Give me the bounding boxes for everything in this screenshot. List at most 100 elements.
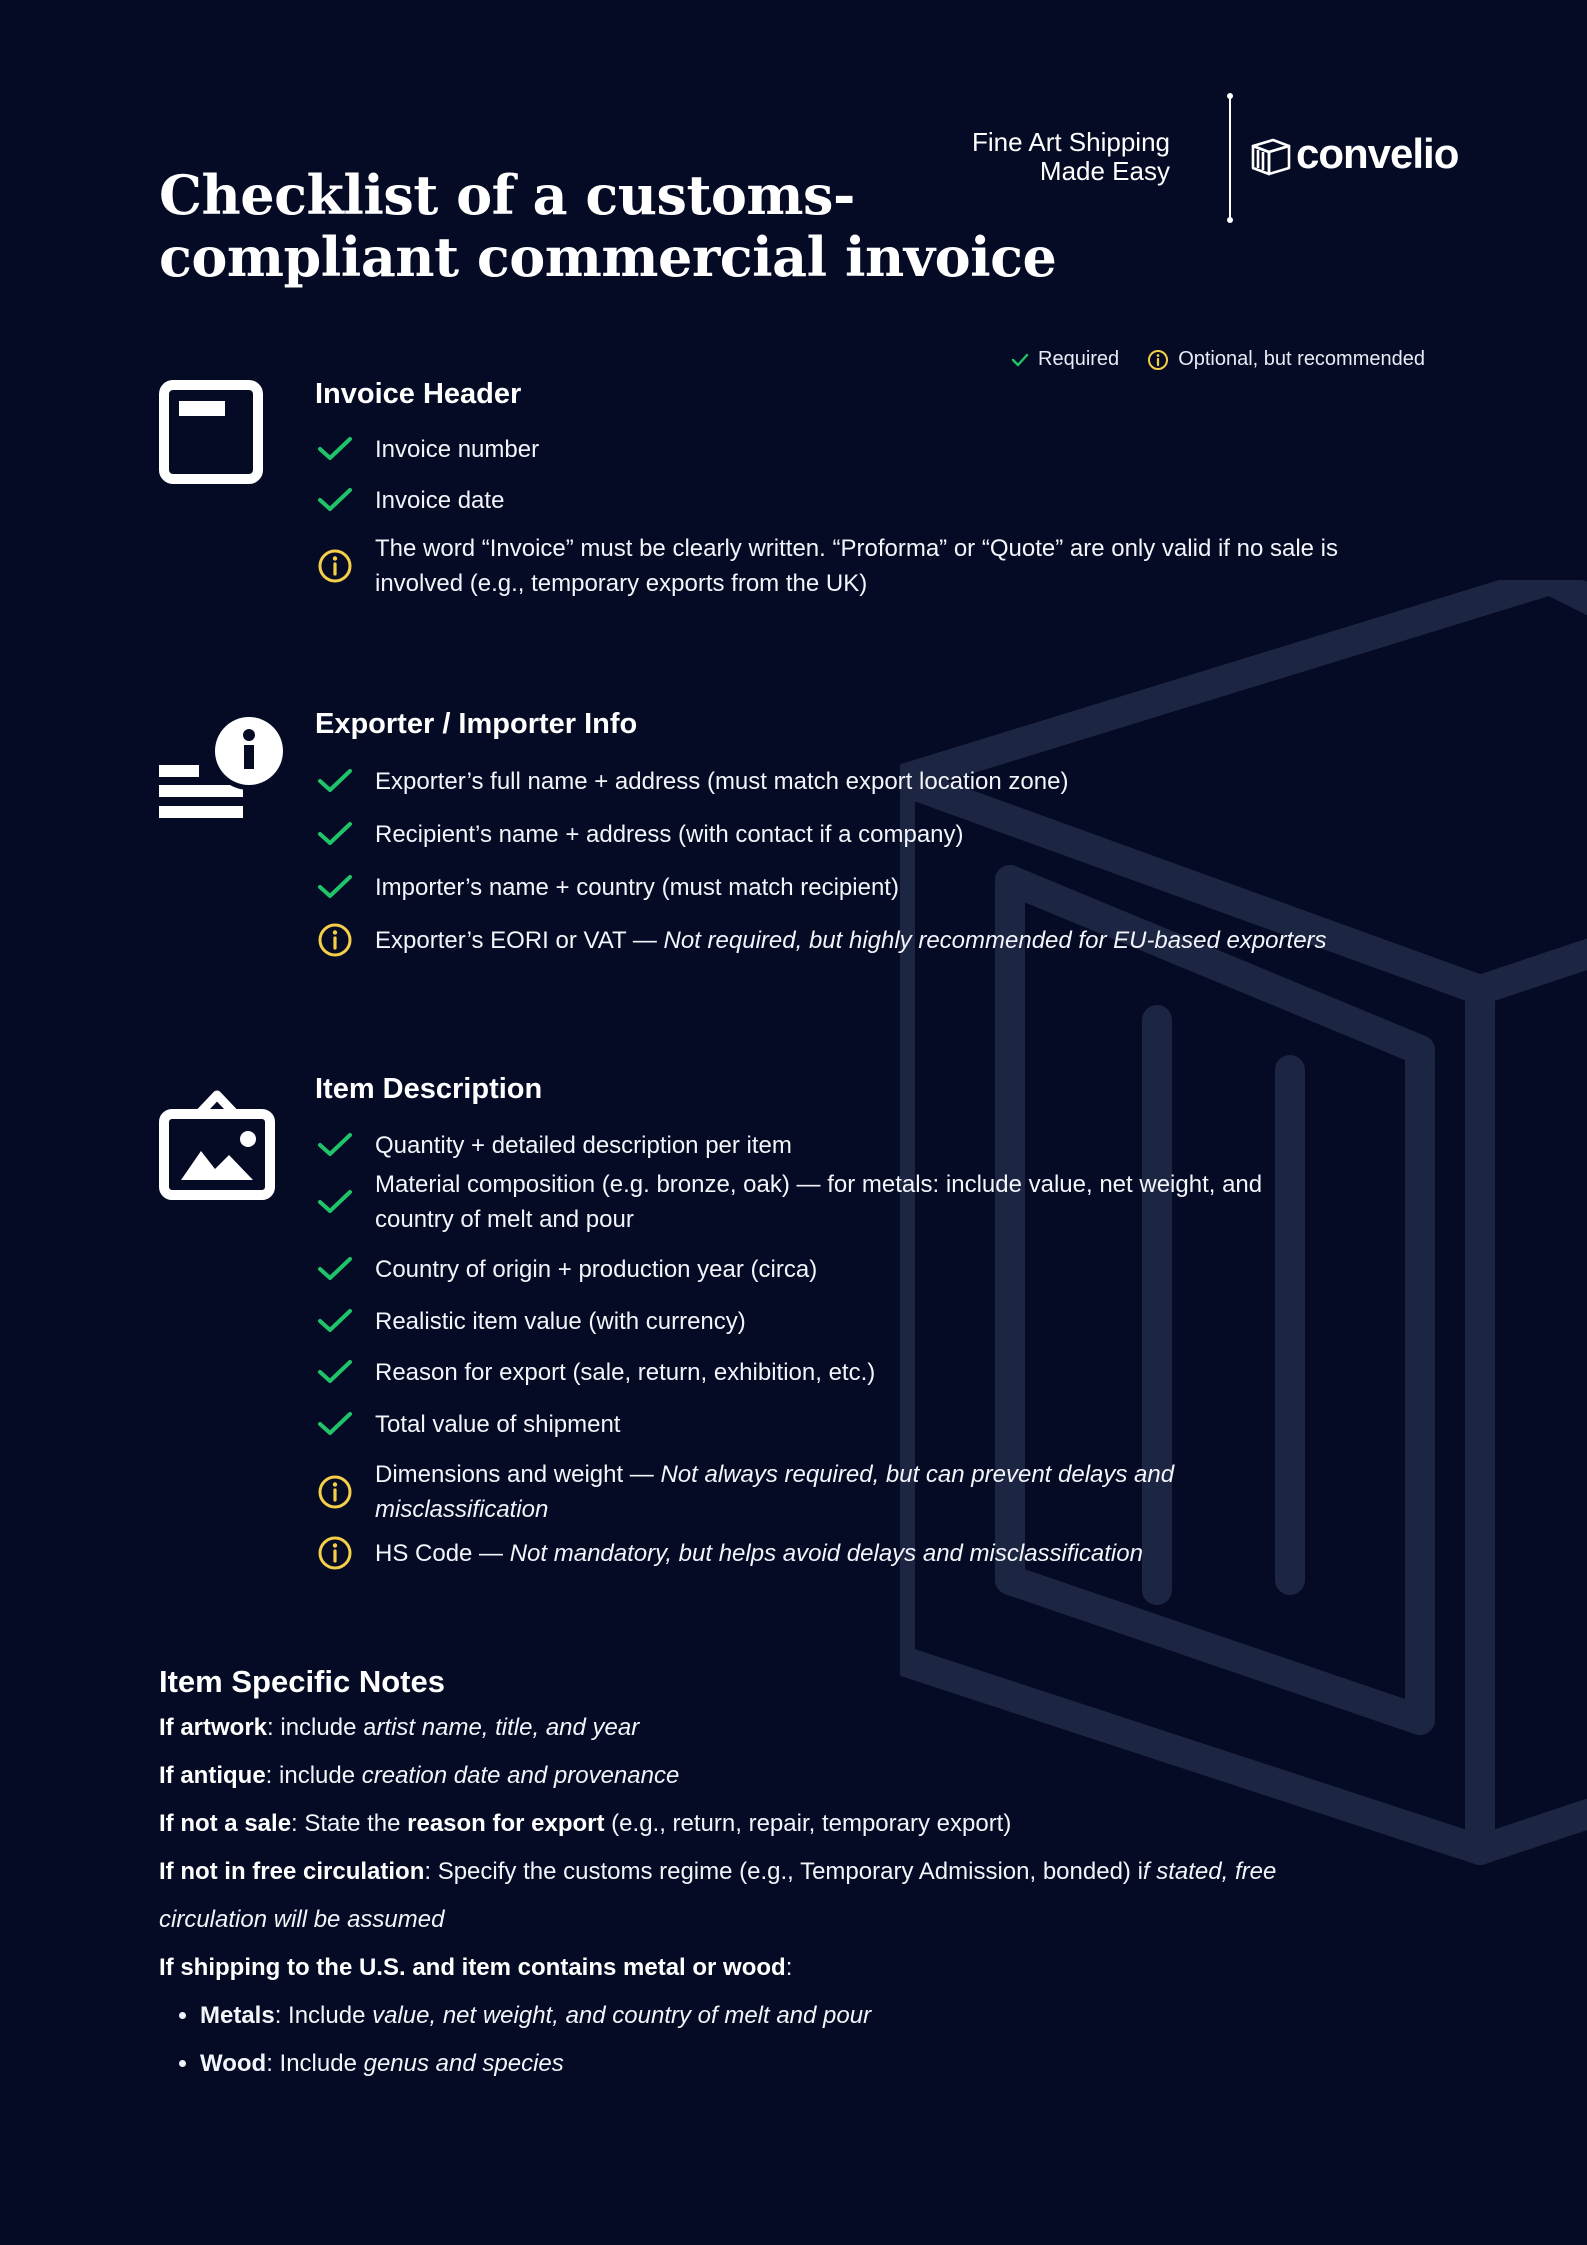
check-icon — [315, 814, 355, 854]
item-text: Quantity + detailed description per item — [375, 1131, 792, 1159]
note-label: If antique — [159, 1762, 266, 1789]
bullet-label: Metals — [200, 2002, 275, 2029]
legend-optional-label: Optional, but recommended — [1178, 348, 1425, 370]
list-item: Invoice date — [315, 480, 1425, 520]
tagline-line-2: Made Easy — [1039, 156, 1170, 186]
note-not-free-circulation: If not in free circulation: Specify the … — [159, 1848, 1459, 1944]
section-heading: Invoice Header — [315, 378, 522, 410]
list-item: The word “Invoice” must be clearly writt… — [315, 531, 1425, 601]
item-text: Realistic item value (with currency) — [375, 1307, 746, 1335]
item-text-line-1: The word “Invoice” must be clearly writt… — [375, 535, 1339, 562]
crate-icon — [1251, 138, 1291, 176]
list-item: Invoice number — [315, 429, 1425, 469]
list-item: Total value of shipment — [315, 1404, 1425, 1444]
section-heading: Item Description — [315, 1073, 543, 1105]
list-item: Exporter’s full name + address (must mat… — [315, 761, 1425, 801]
note-artwork: If artwork: include artist name, title, … — [159, 1704, 1459, 1752]
title-line-2: compliant commercial invoice — [159, 225, 1057, 289]
check-icon — [315, 761, 355, 801]
page-title: Checklist of a customs- compliant commer… — [159, 163, 1057, 289]
brand-block: Fine Art Shipping Made Easy convelio — [960, 93, 1459, 223]
note-italic: creation date and provenance — [361, 1762, 680, 1789]
note-bullets: Metals: Include value, net weight, and c… — [159, 1992, 1459, 2088]
item-specific-notes: Item Specific Notes If artwork: include … — [159, 1660, 1459, 2088]
bullet-wood: Wood: Include genus and species — [200, 2040, 1459, 2088]
note-bold: reason for export — [407, 1810, 605, 1837]
list-item: Realistic item value (with currency) — [315, 1301, 1425, 1341]
note-text: : — [785, 1954, 793, 1981]
note-italic: f stated, free — [1142, 1858, 1277, 1885]
info-circle-icon — [315, 1533, 355, 1573]
check-icon — [315, 1352, 355, 1392]
note-italic: rtist name, title, and year — [376, 1714, 640, 1741]
item-text: HS Code — Not mandatory, but helps avoid… — [375, 1536, 1143, 1571]
item-text-plain: HS Code — — [375, 1539, 510, 1567]
note-us-shipping: If shipping to the U.S. and item contain… — [159, 1944, 1459, 1992]
window-icon — [159, 380, 263, 484]
title-line-1: Checklist of a customs- — [159, 163, 855, 227]
item-text-italic: Not mandatory, but helps avoid delays an… — [509, 1539, 1143, 1567]
check-icon — [315, 1301, 355, 1341]
section-invoice-header: Invoice Header Invoice number Invoice da… — [159, 376, 1429, 616]
item-text: Dimensions and weight — Not always requi… — [375, 1457, 1174, 1527]
framed-picture-icon — [159, 1090, 275, 1200]
list-item: Exporter’s EORI or VAT — Not required, b… — [315, 920, 1425, 960]
note-label: If not a sale — [159, 1810, 292, 1837]
notes-title: Item Specific Notes — [159, 1664, 445, 1699]
brand-tagline: Fine Art Shipping Made Easy — [972, 128, 1170, 186]
list-item: Recipient’s name + address (with contact… — [315, 814, 1425, 854]
info-circle-icon — [315, 1472, 355, 1512]
item-text: Recipient’s name + address (with contact… — [375, 820, 964, 848]
check-icon — [315, 1182, 355, 1222]
list-item: Country of origin + production year (cir… — [315, 1249, 1425, 1289]
check-icon — [315, 480, 355, 520]
check-icon — [315, 1249, 355, 1289]
list-item: Quantity + detailed description per item — [315, 1125, 1425, 1165]
note-text: : include a — [267, 1714, 377, 1741]
legend: Required Optional, but recommended — [1011, 348, 1425, 371]
section-heading: Exporter / Importer Info — [315, 708, 638, 740]
item-text-plain: Dimensions and weight — — [375, 1461, 661, 1488]
legend-required: Required — [1011, 348, 1119, 371]
check-icon — [1011, 353, 1029, 366]
item-text: Reason for export (sale, return, exhibit… — [375, 1358, 876, 1386]
bullet-italic: genus and species — [363, 2050, 564, 2077]
item-text: Invoice number — [375, 435, 540, 463]
item-text: The word “Invoice” must be clearly writt… — [375, 531, 1338, 601]
note-italic-line-2: circulation will be assumed — [159, 1906, 445, 1933]
note-text-2: (e.g., return, repair, temporary export) — [604, 1810, 1012, 1837]
brand-divider — [1227, 93, 1233, 223]
check-icon — [315, 429, 355, 469]
list-item: Importer’s name + country (must match re… — [315, 867, 1425, 907]
list-item: Material composition (e.g. bronze, oak) … — [315, 1167, 1425, 1237]
list-item: Dimensions and weight — Not always requi… — [315, 1457, 1425, 1527]
info-circle-icon — [315, 546, 355, 586]
note-text: : include — [265, 1762, 362, 1789]
note-not-sale: If not a sale: State the reason for expo… — [159, 1800, 1459, 1848]
note-label: If shipping to the U.S. and item contain… — [159, 1954, 786, 1981]
bullet-italic: value, net weight, and country of melt a… — [372, 2002, 872, 2029]
check-icon — [315, 867, 355, 907]
legend-required-label: Required — [1038, 348, 1120, 370]
list-item: Reason for export (sale, return, exhibit… — [315, 1352, 1425, 1392]
item-text-line-1: Material composition (e.g. bronze, oak) … — [375, 1171, 1263, 1198]
item-text-line-2: involved (e.g., temporary exports from t… — [375, 570, 868, 597]
item-text-line-2: country of melt and pour — [375, 1206, 634, 1233]
bullet-metals: Metals: Include value, net weight, and c… — [200, 1992, 1459, 2040]
item-text: Exporter’s full name + address (must mat… — [375, 767, 1069, 795]
legend-optional: Optional, but recommended — [1147, 348, 1425, 371]
info-circle-icon — [1148, 349, 1169, 370]
section-exporter-importer: Exporter / Importer Info Exporter’s full… — [159, 706, 1429, 986]
tagline-line-1: Fine Art Shipping — [971, 127, 1170, 157]
bullet-text: : Include — [274, 2002, 373, 2029]
item-text: Exporter’s EORI or VAT — Not required, b… — [375, 923, 1327, 958]
note-text: : Specify the customs regime (e.g., Temp… — [424, 1858, 1143, 1885]
item-text: Country of origin + production year (cir… — [375, 1255, 818, 1283]
item-text-plain: Exporter’s EORI or VAT — — [375, 926, 664, 954]
item-text-italic: Not always required, but can prevent del… — [660, 1461, 1175, 1488]
item-text-italic: Not required, but highly recommended for… — [663, 926, 1327, 954]
info-document-icon — [159, 712, 288, 818]
item-text-italic-line-2: misclassification — [375, 1496, 549, 1523]
check-icon — [315, 1125, 355, 1165]
section-item-description: Item Description Quantity + detailed des… — [159, 1071, 1429, 1591]
